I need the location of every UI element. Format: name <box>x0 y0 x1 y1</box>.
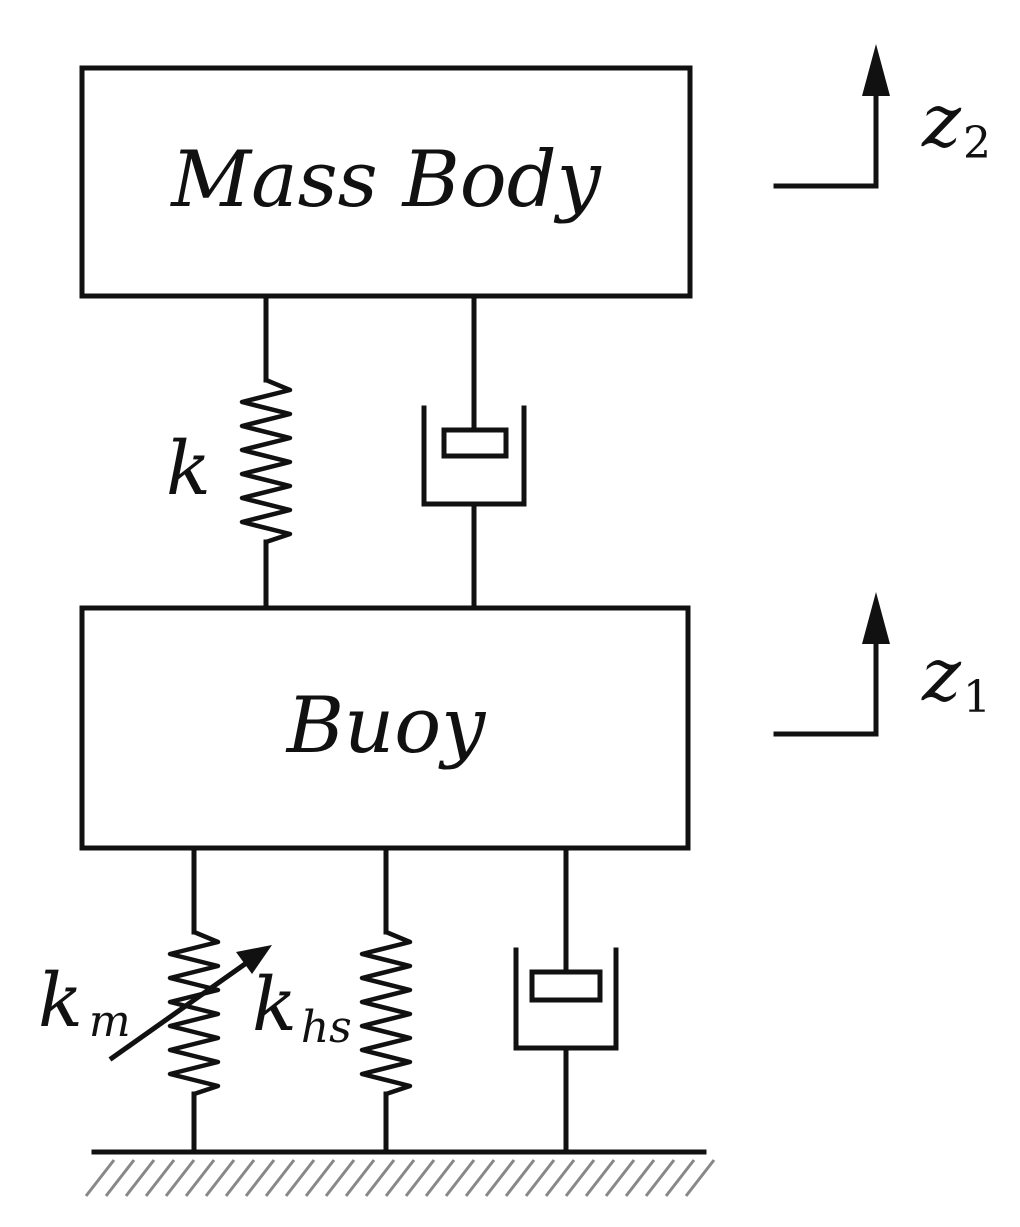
ground-hatch-line <box>604 1159 636 1197</box>
ground-hatch-line <box>584 1159 616 1197</box>
ground-hatch-line <box>524 1159 556 1197</box>
ground-hatch-line <box>124 1159 156 1197</box>
spring-khs <box>359 847 413 1155</box>
spring-k <box>239 295 293 609</box>
ground-hatch-line <box>144 1159 176 1197</box>
ground-hatch-line <box>364 1159 396 1197</box>
ground-hatch-line <box>344 1159 376 1197</box>
ground-hatch-line <box>284 1159 316 1197</box>
ground-hatch-line <box>224 1159 256 1197</box>
spring-k-label: k <box>166 426 211 512</box>
ground-hatch-line <box>404 1159 436 1197</box>
ground-hatch-line <box>484 1159 516 1197</box>
damper-upper <box>421 295 527 609</box>
ground <box>84 1149 716 1197</box>
ground-hatch-line <box>164 1159 196 1197</box>
ground-hatch-line <box>544 1159 576 1197</box>
z1-displacement-arrow <box>773 592 890 737</box>
ground-hatch-line <box>324 1159 356 1197</box>
ground-hatch-line <box>304 1159 336 1197</box>
damper-lower <box>513 847 619 1155</box>
ground-hatch-line <box>444 1159 476 1197</box>
spring-km <box>167 847 221 1155</box>
z1-label: z1 <box>921 632 991 723</box>
ground-hatch-line <box>624 1159 656 1197</box>
ground-hatch-line <box>204 1159 236 1197</box>
mass-body-block <box>79 65 693 299</box>
ground-hatch-line <box>464 1159 496 1197</box>
ground-hatch-line <box>264 1159 296 1197</box>
z2-label: z2 <box>921 78 991 169</box>
ground-hatch-line <box>424 1159 456 1197</box>
ground-hatch-line <box>564 1159 596 1197</box>
spring-khs-label: khs <box>252 962 352 1053</box>
ground-hatch-line <box>504 1159 536 1197</box>
buoy-label: Buoy <box>285 681 487 771</box>
ground-hatch-line <box>84 1159 116 1197</box>
ground-hatch-line <box>104 1159 136 1197</box>
variable-stiffness-arrowhead <box>236 945 272 974</box>
ground-hatch-line <box>384 1159 416 1197</box>
variable-stiffness-arrow <box>108 948 266 1062</box>
mass-body-label: Mass Body <box>169 135 601 225</box>
ground-hatch-line <box>684 1159 716 1197</box>
ground-hatch-line <box>184 1159 216 1197</box>
ground-hatch-line <box>244 1159 276 1197</box>
ground-hatch-line <box>664 1159 696 1197</box>
ground-hatch-line <box>644 1159 676 1197</box>
z2-displacement-arrow <box>773 44 890 189</box>
